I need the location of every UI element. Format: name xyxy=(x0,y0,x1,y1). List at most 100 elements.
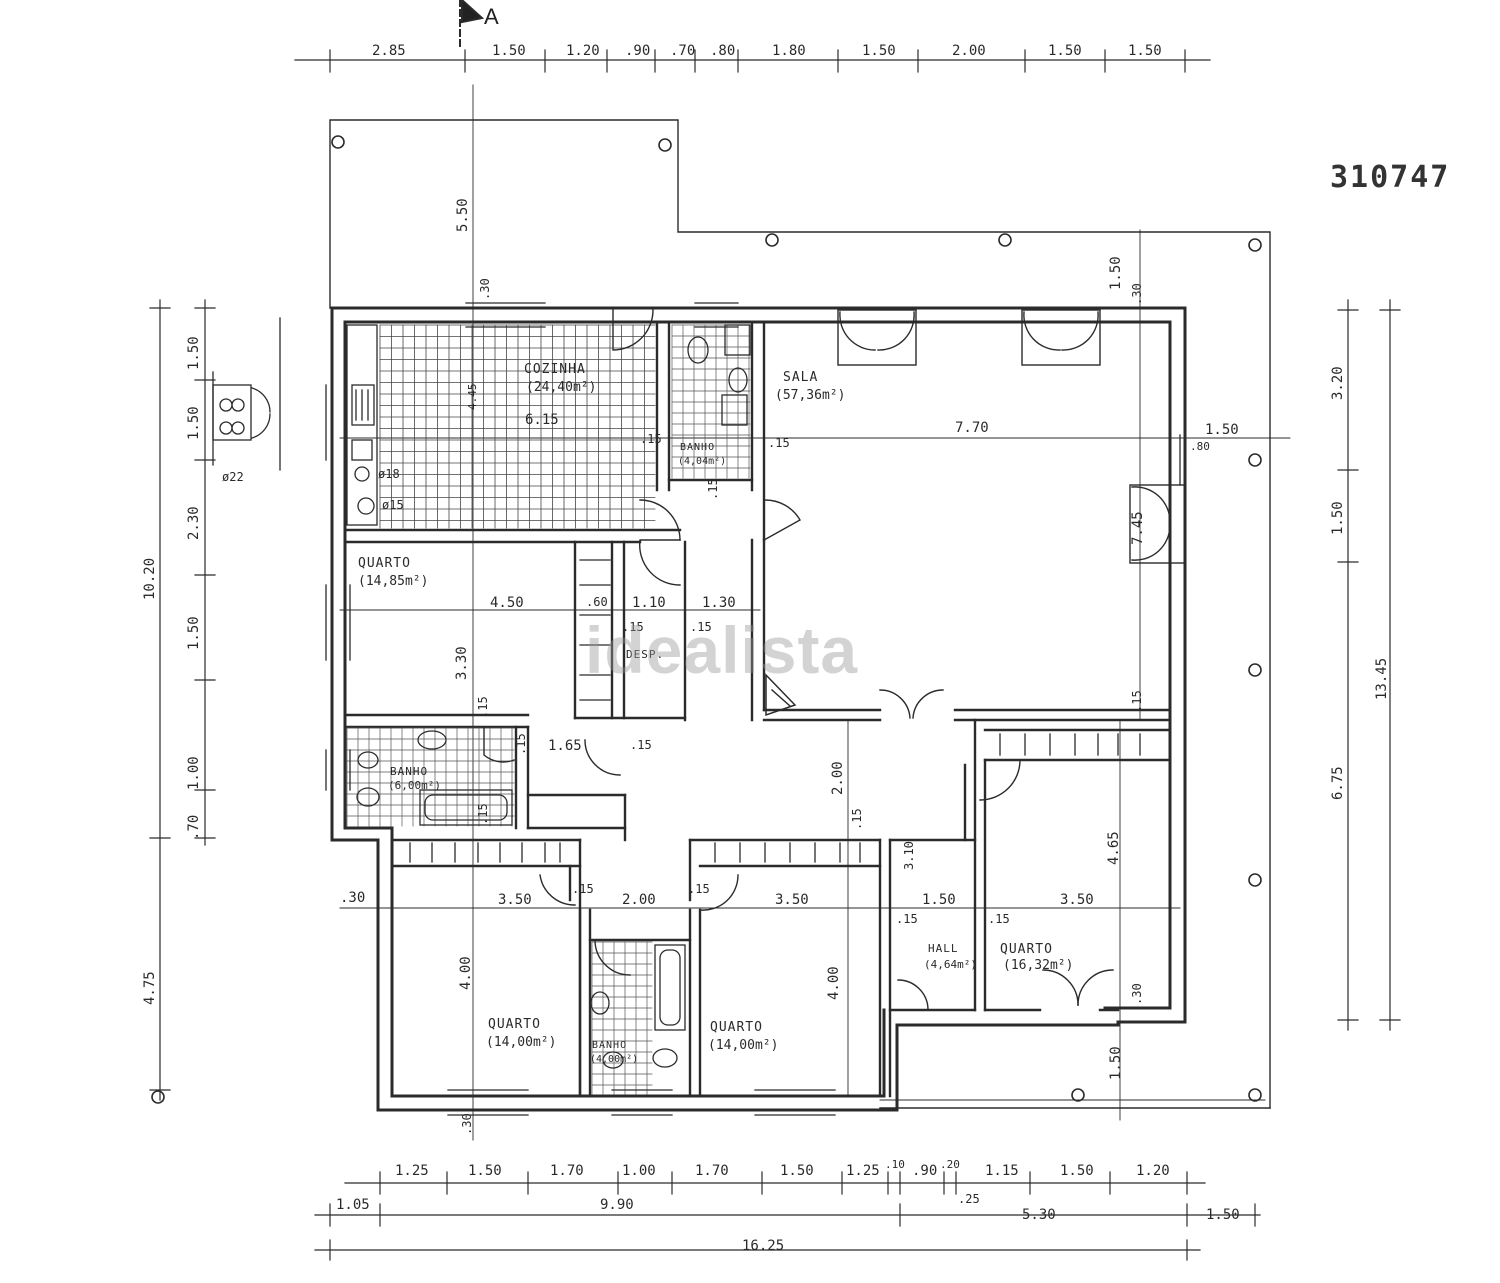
dimension-lines xyxy=(149,49,1401,1261)
dim-bottom: 1.25 xyxy=(846,1163,880,1179)
dim-interior: 1.10 xyxy=(632,595,666,611)
dim-interior: 2.00 xyxy=(622,892,656,908)
dim-interior: 3.50 xyxy=(775,892,809,908)
dim-interior: 4.00 xyxy=(826,966,842,1000)
dim-top: 1.50 xyxy=(1048,43,1082,59)
dim-interior: .15 xyxy=(640,432,662,446)
dim-interior: 1.50 xyxy=(1108,256,1124,290)
dim-bottom: .10 xyxy=(885,1158,905,1171)
dim-bottom: 1.00 xyxy=(622,1163,656,1179)
dim-top: 2.85 xyxy=(372,43,406,59)
dim-interior: 3.10 xyxy=(902,841,916,870)
room-name-quarto-left: QUARTO xyxy=(358,556,411,571)
room-name-quarto-br: QUARTO xyxy=(1000,942,1053,957)
pipe-diameter: ø22 xyxy=(222,470,244,484)
dim-left: .70 xyxy=(186,814,202,840)
room-name-cozinha: COZINHA xyxy=(524,362,586,377)
dim-left: 1.50 xyxy=(186,406,202,440)
kitchen-tile-grid xyxy=(379,324,656,529)
dim-interior: .80 xyxy=(1190,440,1210,453)
dim-interior: 1.65 xyxy=(548,738,582,754)
dim-top: .90 xyxy=(625,43,651,59)
dim-bottom: 1.50 xyxy=(468,1163,502,1179)
dim-interior: 7.45 xyxy=(1130,511,1146,545)
dim-interior: .15 xyxy=(706,478,720,500)
room-name-quarto-bl: QUARTO xyxy=(488,1017,541,1032)
dim-left-outer: 4.75 xyxy=(142,971,158,1005)
windows xyxy=(325,302,1181,1116)
dim-interior: 3.50 xyxy=(498,892,532,908)
room-area-quarto-bc: (14,00m²) xyxy=(708,1038,779,1053)
dim-bottom: .20 xyxy=(940,1158,960,1171)
room-area-banho-top: (4,04m²) xyxy=(678,456,727,467)
room-area-quarto-left: (14,85m²) xyxy=(358,574,429,589)
dim-right: 1.50 xyxy=(1330,501,1346,535)
room-name-banho-left: BANHO xyxy=(390,765,429,778)
dim-interior: .30 xyxy=(1130,983,1144,1005)
dim-interior: 7.70 xyxy=(955,420,989,436)
dim-interior: .15 xyxy=(572,882,594,896)
dim-bottom: 1.50 xyxy=(1060,1163,1094,1179)
dim-interior: .15 xyxy=(630,738,652,752)
dim-top: .70 xyxy=(670,43,696,59)
dim-left-outer: 10.20 xyxy=(142,557,158,600)
dim-interior: 3.50 xyxy=(1060,892,1094,908)
dim-interior: .15 xyxy=(476,696,490,718)
room-name-banho-bottom: BANHO xyxy=(592,1040,628,1051)
laundry-room xyxy=(212,317,281,471)
room-area-quarto-br: (16,32m²) xyxy=(1003,958,1074,973)
dim-right: 3.20 xyxy=(1330,366,1346,400)
dim-bottom-total: 16.25 xyxy=(742,1238,785,1254)
room-area-sala: (57,36m²) xyxy=(775,388,846,403)
dim-interior: 4.45 xyxy=(466,383,479,411)
dim-left: 1.00 xyxy=(186,756,202,790)
dim-interior: .30 xyxy=(340,890,366,906)
dim-bottom: 1.20 xyxy=(1136,1163,1170,1179)
dim-top: 1.50 xyxy=(1128,43,1162,59)
room-area-banho-bottom: (4,00m²) xyxy=(590,1054,639,1065)
dim-bottom: 1.70 xyxy=(695,1163,729,1179)
kitchen-counter xyxy=(346,324,378,526)
dim-bottom-2: 1.50 xyxy=(1206,1207,1240,1223)
dim-interior: .15 xyxy=(768,436,790,450)
pipe-diameter: ø18 xyxy=(378,467,400,481)
doors xyxy=(483,309,1186,1011)
pipe-diameter: ø15 xyxy=(382,498,404,512)
room-area-cozinha: (24,40m²) xyxy=(526,380,597,395)
dim-interior: .15 xyxy=(622,620,644,634)
dim-interior: 4.00 xyxy=(458,956,474,990)
dim-interior: .15 xyxy=(1130,690,1144,712)
dim-right: 6.75 xyxy=(1330,766,1346,800)
dim-top: 1.20 xyxy=(566,43,600,59)
room-name-desp: DESP. xyxy=(626,648,665,661)
document-number: 310747 xyxy=(1330,160,1451,195)
dim-bottom: 1.50 xyxy=(780,1163,814,1179)
dim-interior: 2.00 xyxy=(830,761,846,795)
room-area-quarto-bl: (14,00m²) xyxy=(486,1035,557,1050)
dim-top: 1.50 xyxy=(492,43,526,59)
dim-bottom: 1.70 xyxy=(550,1163,584,1179)
room-name-banho-top: BANHO xyxy=(680,442,716,453)
dim-bottom-2: 9.90 xyxy=(600,1197,634,1213)
dim-bottom-2: 1.05 xyxy=(336,1197,370,1213)
dim-top: .80 xyxy=(710,43,736,59)
wardrobe-hangers xyxy=(409,559,1141,863)
room-area-hall: (4,64m²) xyxy=(924,958,977,971)
dim-interior: 1.50 xyxy=(1108,1046,1124,1080)
dim-left: 2.30 xyxy=(186,506,202,540)
interior-walls xyxy=(343,320,1172,1098)
dim-interior: 5.50 xyxy=(455,198,471,232)
dim-interior: .15 xyxy=(988,912,1010,926)
north-arrow xyxy=(459,0,485,51)
room-name-sala: SALA xyxy=(783,370,819,385)
dim-interior: .15 xyxy=(476,803,490,825)
dim-right-total: 13.45 xyxy=(1374,657,1390,700)
room-name-quarto-bc: QUARTO xyxy=(710,1020,763,1035)
dim-left: 1.50 xyxy=(186,336,202,370)
dim-interior: 4.65 xyxy=(1106,831,1122,865)
dim-interior: 1.50 xyxy=(1205,422,1239,438)
dim-top: 1.50 xyxy=(862,43,896,59)
dim-interior: .15 xyxy=(896,912,918,926)
